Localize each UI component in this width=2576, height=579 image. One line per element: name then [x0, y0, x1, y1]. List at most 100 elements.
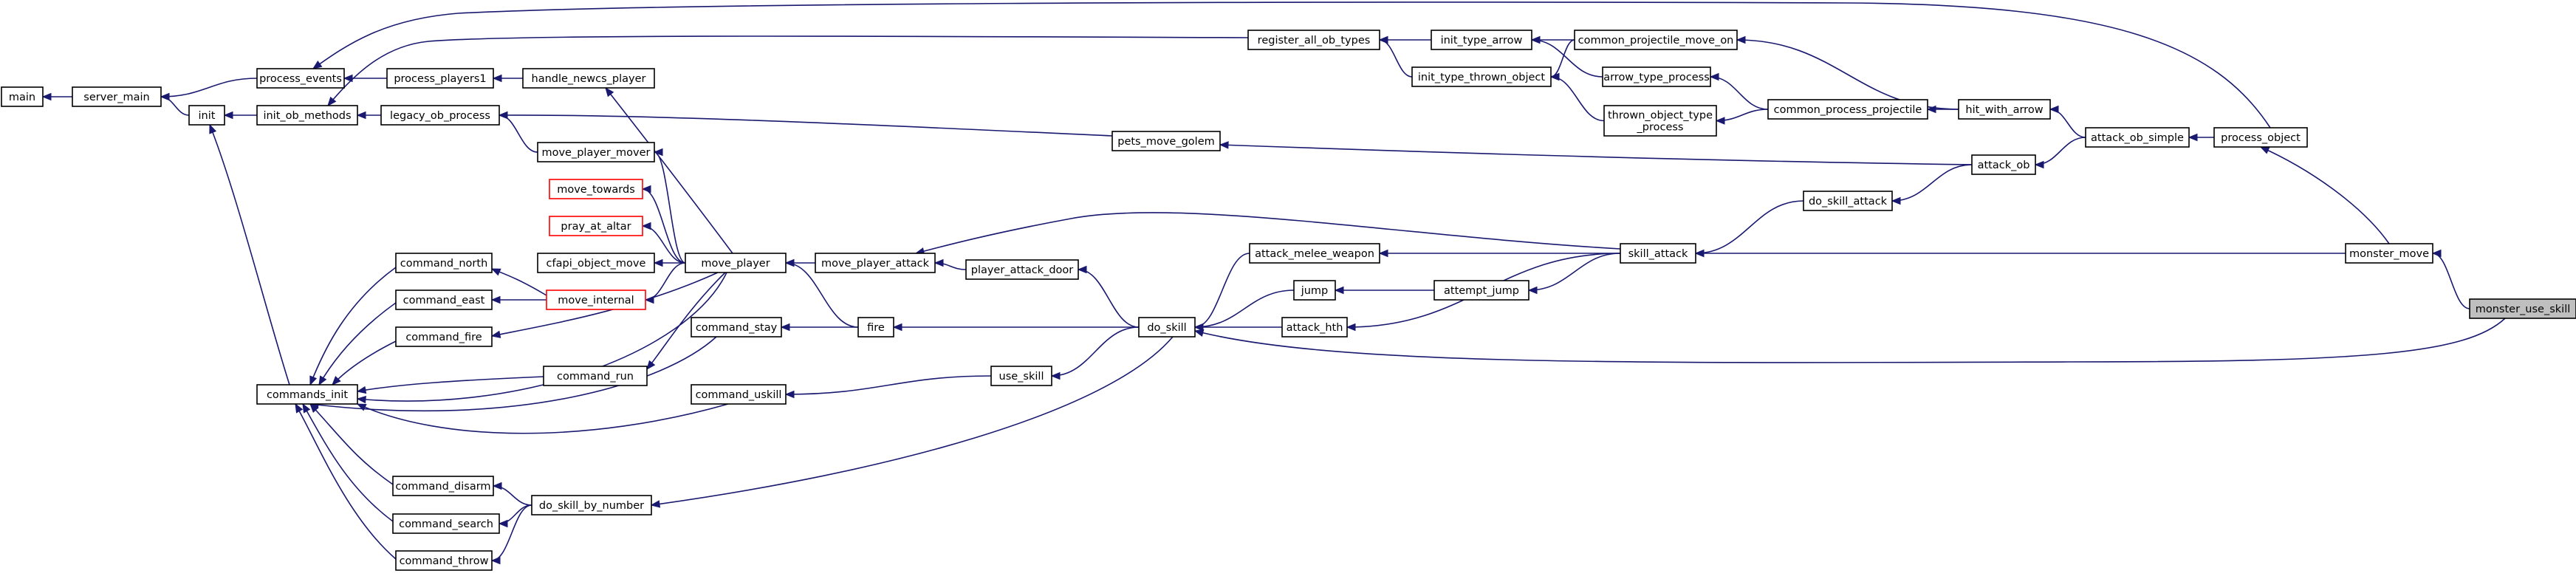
- edge-move-player-to-command-fire-arrowhead: [490, 330, 501, 338]
- node-box: [256, 105, 358, 126]
- edge-command-east-to-commands-init-arrowhead: [318, 375, 327, 386]
- node-init[interactable]: init: [188, 105, 225, 126]
- node-command-uskill[interactable]: command_uskill: [691, 384, 787, 405]
- node-process-events[interactable]: process_events: [256, 68, 345, 89]
- edge-skill-attack-to-attempt-jump: [1528, 253, 1621, 291]
- node-pets-move-golem[interactable]: pets_move_golem: [1111, 131, 1221, 151]
- node-attack-ob[interactable]: attack_ob: [1971, 154, 2036, 175]
- edge-attack-hth-to-do-skill-arrowhead: [1193, 323, 1204, 332]
- node-label: attempt_jump: [1444, 285, 1519, 297]
- node-init-type-arrow[interactable]: init_type_arrow: [1431, 30, 1532, 50]
- node-pray-at-altar[interactable]: pray_at_altar: [549, 216, 643, 236]
- edge-process-events-to-server-main-arrowhead: [160, 92, 170, 101]
- node-box: [1111, 131, 1221, 151]
- node-legacy-ob-process[interactable]: legacy_ob_process: [380, 105, 500, 126]
- node-command-fire[interactable]: command_fire: [395, 326, 493, 347]
- edge-command-disarm-to-commands-init-arrowhead: [309, 403, 319, 413]
- edge-command-run-to-commands-init: [357, 376, 544, 392]
- edge-init-to-server-main: [160, 96, 190, 116]
- node-handle-newcs-player[interactable]: handle_newcs_player: [522, 68, 655, 89]
- node-move-player-attack[interactable]: move_player_attack: [815, 253, 936, 273]
- node-move-player-mover[interactable]: move_player_mover: [537, 142, 655, 162]
- edge-handle-newcs-player-to-process-players1-arrowhead: [492, 74, 502, 83]
- node-arrow-type-process[interactable]: arrow_type_process: [1602, 66, 1711, 87]
- node-process-object[interactable]: process_object: [2213, 127, 2308, 148]
- node-do-skill-attack[interactable]: do_skill_attack: [1803, 191, 1893, 211]
- node-command-run[interactable]: command_run: [543, 366, 648, 386]
- node-do-skill-by-number[interactable]: do_skill_by_number: [531, 495, 652, 515]
- edge-process-players1-to-process-events-arrowhead: [343, 74, 353, 83]
- edge-pets-move-golem-to-legacy-ob-process-arrowhead: [498, 111, 508, 120]
- node-command-north[interactable]: command_north: [395, 253, 493, 273]
- edge-common-process-projectile-to-arrow-type-process: [1710, 76, 1769, 110]
- node-label: move_internal: [558, 295, 634, 306]
- edge-command-north-to-commands-init-arrowhead: [309, 375, 318, 386]
- node-player-attack-door[interactable]: player_attack_door: [965, 259, 1079, 280]
- node-move-towards[interactable]: move_towards: [549, 179, 643, 199]
- node-box: [1247, 30, 1380, 50]
- node-command-throw[interactable]: command_throw: [395, 550, 493, 571]
- node-label: process_events: [259, 73, 342, 85]
- edge-move-player-to-cfapi-object-move-arrowhead: [653, 258, 663, 267]
- node-command-disarm[interactable]: command_disarm: [392, 476, 494, 496]
- node-process-players1[interactable]: process_players1: [386, 68, 494, 89]
- node-label: command_north: [400, 258, 488, 270]
- node-common-process-projectile[interactable]: common_process_projectile: [1767, 99, 1928, 120]
- node-box: [685, 253, 787, 273]
- node-move-player[interactable]: move_player: [685, 253, 787, 273]
- node-server-main[interactable]: server_main: [72, 86, 162, 107]
- node-box: [1574, 30, 1738, 50]
- edge-skill-attack-to-attack-hth-arrowhead: [1346, 323, 1356, 332]
- node-monster-use-skill[interactable]: monster_use_skill: [2469, 298, 2576, 319]
- edge-move-player-to-command-run-arrowhead: [646, 360, 656, 371]
- edge-do-skill-to-do-skill-by-number-arrowhead: [650, 500, 661, 508]
- node-label: use_skill: [999, 371, 1044, 383]
- node-label: arrow_type_process: [1603, 72, 1710, 83]
- node-label: command_stay: [696, 322, 778, 334]
- node-skill-attack[interactable]: skill_attack: [1620, 243, 1696, 264]
- node-label: command_east: [403, 295, 485, 306]
- edge-command-uskill-to-commands-init: [357, 403, 729, 434]
- node-command-search[interactable]: command_search: [392, 513, 500, 534]
- node-monster-move[interactable]: monster_move: [2345, 243, 2433, 264]
- node-label: monster_move: [2349, 248, 2429, 260]
- edge-register-all-ob-types-to-init-ob-methods: [327, 35, 1249, 106]
- edge-move-internal-to-command-east-arrowhead: [490, 295, 501, 304]
- node-fire[interactable]: fire: [857, 317, 894, 338]
- node-register-all-ob-types[interactable]: register_all_ob_types: [1247, 30, 1380, 50]
- edge-do-skill-to-player-attack-door-arrowhead: [1077, 265, 1087, 274]
- node-jump[interactable]: jump: [1293, 280, 1336, 301]
- node-use-skill[interactable]: use_skill: [990, 366, 1052, 386]
- node-do-skill[interactable]: do_skill: [1138, 317, 1196, 338]
- edge-server-main-to-main-arrowhead: [41, 92, 52, 101]
- node-command-stay[interactable]: command_stay: [691, 317, 782, 338]
- node-label: cfapi_object_move: [547, 258, 646, 270]
- node-attempt-jump[interactable]: attempt_jump: [1433, 280, 1530, 301]
- node-label: common_process_projectile: [1774, 104, 1922, 116]
- node-attack-ob-simple[interactable]: attack_ob_simple: [2085, 127, 2190, 148]
- node-label: process_object: [2221, 132, 2301, 144]
- node-box: [1803, 191, 1893, 211]
- node-init-ob-methods[interactable]: init_ob_methods: [256, 105, 358, 126]
- node-attack-hth[interactable]: attack_hth: [1281, 317, 1348, 338]
- node-label: move_player_mover: [541, 147, 650, 159]
- node-move-internal[interactable]: move_internal: [546, 290, 646, 310]
- node-box: [1, 86, 44, 107]
- node-label: move_player: [701, 258, 770, 270]
- node-label: move_player_attack: [821, 258, 930, 270]
- edge-monster-use-skill-to-monster-move-arrowhead: [2431, 249, 2442, 258]
- node-init-type-thrown-object[interactable]: init_type_thrown_object: [1411, 66, 1552, 87]
- node-cfapi-object-move[interactable]: cfapi_object_move: [537, 253, 655, 273]
- node-box: [537, 253, 655, 273]
- node-commands-init[interactable]: commands_init: [256, 384, 358, 405]
- edge-move-player-to-move-player-mover-arrowhead: [653, 148, 663, 157]
- node-attack-melee-weapon[interactable]: attack_melee_weapon: [1249, 243, 1380, 264]
- node-command-east[interactable]: command_east: [395, 290, 493, 310]
- node-label: player_attack_door: [971, 264, 1074, 276]
- node-thrown-object-type-process[interactable]: thrown_object_type_process: [1603, 105, 1717, 137]
- node-main[interactable]: main: [1, 86, 44, 107]
- edge-command-north-to-commands-init: [309, 267, 397, 386]
- node-common-projectile-move-on[interactable]: common_projectile_move_on: [1574, 30, 1738, 50]
- node-hit-with-arrow[interactable]: hit_with_arrow: [1958, 99, 2051, 120]
- node-box: [2345, 243, 2433, 264]
